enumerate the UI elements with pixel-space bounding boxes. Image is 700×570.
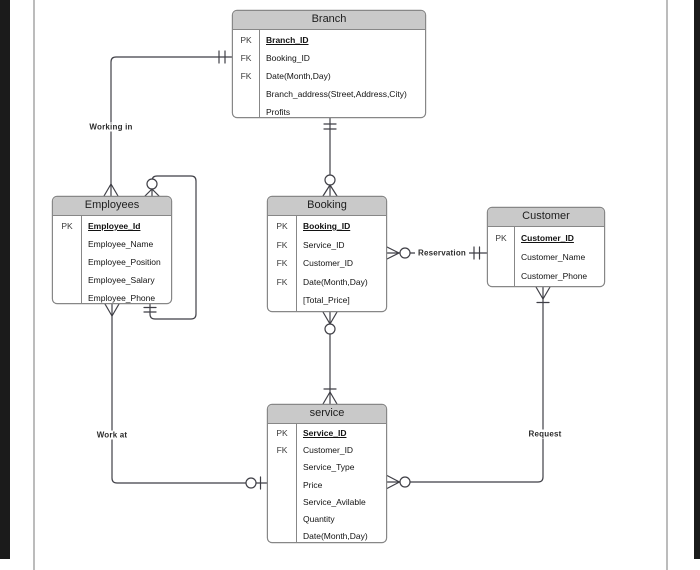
attr-name: Employee_Name — [88, 239, 154, 249]
attr-key — [53, 235, 81, 252]
attr-name: Service_ID — [303, 428, 347, 438]
attr-name: Customer_Phone — [521, 271, 588, 281]
attr-key: FK — [276, 258, 288, 268]
attr-key — [53, 269, 81, 286]
attr-key — [488, 267, 514, 286]
key-column: PK — [53, 216, 82, 303]
attr-name: Employee_Salary — [88, 275, 155, 285]
attr-name: Customer_ID — [521, 233, 574, 243]
attr-key — [53, 252, 81, 269]
attr-name: Service_ID — [303, 239, 345, 250]
attr-key: FK — [276, 276, 288, 287]
attr-name: Customer_ID — [303, 445, 354, 456]
attr-name: Branch_address(Street,Address,City) — [266, 89, 407, 99]
attr-key: PK — [276, 428, 288, 438]
attr-name: Service_Avilable — [303, 496, 366, 507]
attr-name: Booking_ID — [303, 221, 351, 231]
rel-label-reservation: Reservation — [415, 248, 469, 258]
attr-key — [268, 291, 296, 310]
attr-name: Profits — [266, 107, 291, 117]
key-column: PK FK FK — [233, 30, 260, 117]
attr-key — [233, 85, 259, 101]
attr-name: Employee_Phone — [88, 293, 156, 303]
attr-name: Customer_ID — [303, 258, 354, 268]
entity-branch-attributes: PK FK FK Branch_ID Booking_ID Date(Month… — [233, 30, 425, 117]
entity-branch: Branch PK FK FK Branch_ID Booking_ID Dat… — [232, 10, 426, 118]
rel-working-in-line — [103, 50, 233, 197]
attr-name: Price — [303, 479, 323, 490]
attr-name: Date(Month,Day) — [266, 71, 331, 81]
entity-service-title: service — [268, 405, 386, 424]
entity-booking: Booking PK FK FK FK Booking_ID Service_I… — [267, 196, 387, 312]
right-black-bar — [694, 0, 700, 559]
attr-key — [268, 459, 296, 476]
name-column: Service_ID Customer_ID Service_Type Pric… — [297, 424, 386, 542]
name-column: Employee_Id Employee_Name Employee_Posit… — [82, 216, 171, 303]
key-column: PK — [488, 227, 515, 286]
attr-key — [233, 101, 259, 117]
attr-key: PK — [61, 221, 73, 231]
attr-name: Customer_Name — [521, 252, 586, 262]
entity-customer-title: Customer — [488, 208, 604, 227]
entity-employees-attributes: PK Employee_Id Employee_Name Employee_Po… — [53, 216, 171, 303]
attr-key: FK — [276, 239, 288, 250]
name-column: Branch_ID Booking_ID Date(Month,Day) Bra… — [260, 30, 425, 117]
rel-work-at-line — [104, 303, 268, 490]
entity-service: service PK FK Service_ID Customer_ID Ser… — [267, 404, 387, 543]
attr-name: Employee_Id — [88, 221, 141, 231]
attr-key — [268, 476, 296, 493]
rel-label-working-in: Working in — [86, 122, 136, 132]
attr-key: FK — [240, 71, 252, 81]
rel-label-work-at: Work at — [93, 430, 131, 440]
key-column: PK FK — [268, 424, 297, 542]
attr-key — [268, 492, 296, 509]
attr-key: PK — [495, 233, 507, 243]
name-column: Customer_ID Customer_Name Customer_Phone — [515, 227, 604, 286]
key-column: PK FK FK FK — [268, 216, 297, 311]
attr-name: Date(Month,Day) — [303, 276, 368, 287]
attr-key — [53, 286, 81, 303]
attr-name: Booking_ID — [266, 53, 310, 63]
left-black-bar — [0, 0, 10, 559]
attr-key: PK — [276, 221, 288, 231]
attr-name: Quantity — [303, 513, 335, 524]
rel-request-line — [386, 286, 551, 490]
page-border-right — [666, 0, 668, 570]
rel-employees-self-loop — [143, 175, 197, 320]
attr-key — [488, 248, 514, 267]
rel-label-request: Request — [525, 429, 565, 439]
attr-key: FK — [276, 445, 288, 456]
attr-name: Branch_ID — [266, 35, 309, 45]
attr-name: Employee_Position — [88, 257, 161, 267]
attr-name: Date(Month,Day) — [303, 531, 368, 542]
entity-customer: Customer PK Customer_ID Customer_Name Cu… — [487, 207, 605, 287]
entity-employees-title: Employees — [53, 197, 171, 216]
attr-key — [268, 526, 296, 543]
attr-name: Service_Type — [303, 462, 355, 473]
entity-customer-attributes: PK Customer_ID Customer_Name Customer_Ph… — [488, 227, 604, 286]
attr-name: [Total_Price] — [303, 295, 350, 305]
name-column: Booking_ID Service_ID Customer_ID Date(M… — [297, 216, 386, 311]
entity-service-attributes: PK FK Service_ID Customer_ID Service_Typ… — [268, 424, 386, 542]
page-border-left — [33, 0, 35, 570]
rel-booking-service-line — [322, 311, 338, 405]
entity-booking-attributes: PK FK FK FK Booking_ID Service_ID Custom… — [268, 216, 386, 311]
attr-key — [268, 509, 296, 526]
entity-booking-title: Booking — [268, 197, 386, 216]
entity-branch-title: Branch — [233, 11, 425, 30]
attr-key: FK — [240, 53, 252, 63]
entity-employees: Employees PK Employee_Id Employee_Name E… — [52, 196, 172, 304]
attr-key: PK — [240, 35, 252, 45]
rel-branch-booking-line — [322, 117, 338, 197]
